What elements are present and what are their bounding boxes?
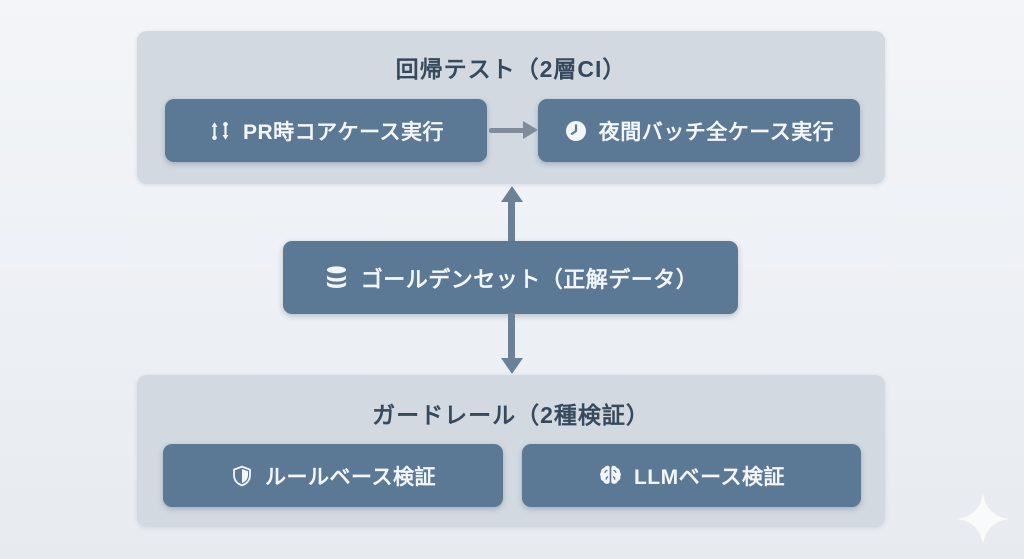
regression-test-section: 回帰テスト（2層CI） PR時コアケース実行 (137, 31, 885, 184)
database-icon (323, 264, 350, 291)
golden-set-label: ゴールデンセット（正解データ） (360, 266, 699, 292)
llm-based-validation-node: LLMベース検証 (522, 444, 861, 507)
arrow-up-head (500, 186, 523, 202)
nightly-batch-node: 夜間バッチ全ケース実行 (538, 99, 860, 162)
sparkle-icon (956, 492, 1010, 546)
guardrail-section: ガードレール（2種検証） ルールベース検証 LLMベース検証 (137, 375, 885, 527)
arrow-down-head (500, 358, 523, 374)
golden-set-node: ゴールデンセット（正解データ） (283, 241, 738, 314)
arrow-pr-to-nightly-head (523, 121, 538, 139)
shield-icon (230, 464, 254, 488)
guardrail-section-title: ガードレール（2種検証） (372, 402, 650, 428)
arrow-up-shaft (508, 200, 515, 242)
brain-icon (598, 463, 623, 488)
pr-core-cases-label: PR時コアケース実行 (242, 120, 445, 144)
rule-based-validation-node: ルールベース検証 (163, 444, 503, 507)
arrow-down-shaft (508, 313, 515, 359)
regression-section-title: 回帰テスト（2層CI） (395, 56, 627, 82)
rule-based-validation-label: ルールベース検証 (265, 465, 436, 489)
arrow-pr-to-nightly-shaft (489, 128, 525, 133)
clock-icon (564, 119, 588, 143)
nightly-batch-label: 夜間バッチ全ケース実行 (598, 120, 835, 144)
pr-core-cases-node: PR時コアケース実行 (165, 99, 487, 162)
git-compare-icon (208, 119, 232, 143)
llm-based-validation-label: LLMベース検証 (633, 465, 786, 489)
